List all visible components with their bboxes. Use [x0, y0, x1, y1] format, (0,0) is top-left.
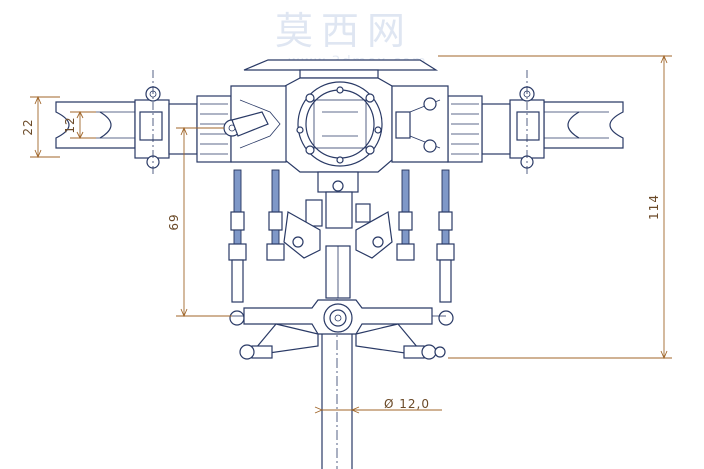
dimension-22-label: 22: [21, 118, 35, 135]
right-blade-grip: [391, 70, 624, 175]
dimension-12: 12: [63, 110, 96, 140]
left-blade-grip: [55, 70, 287, 175]
dimension-69-label: 69: [167, 213, 181, 230]
swashplate: [232, 299, 446, 360]
dimension-12-label: 12: [63, 116, 77, 133]
pitch-links: [228, 169, 455, 326]
dimension-69: 69: [167, 126, 232, 318]
dimension-22: 22: [21, 95, 60, 159]
dimension-114: 114: [438, 54, 672, 360]
watermark-title: 莫西网: [275, 9, 413, 53]
dimension-114-label: 114: [647, 194, 661, 220]
dimension-shaft-diameter: Ø 12,0: [314, 397, 442, 414]
rotor-hub: [284, 77, 393, 229]
top-cap: [243, 59, 439, 79]
dimension-shaft-label: Ø 12,0: [384, 397, 430, 411]
washout-arms: [283, 211, 393, 299]
